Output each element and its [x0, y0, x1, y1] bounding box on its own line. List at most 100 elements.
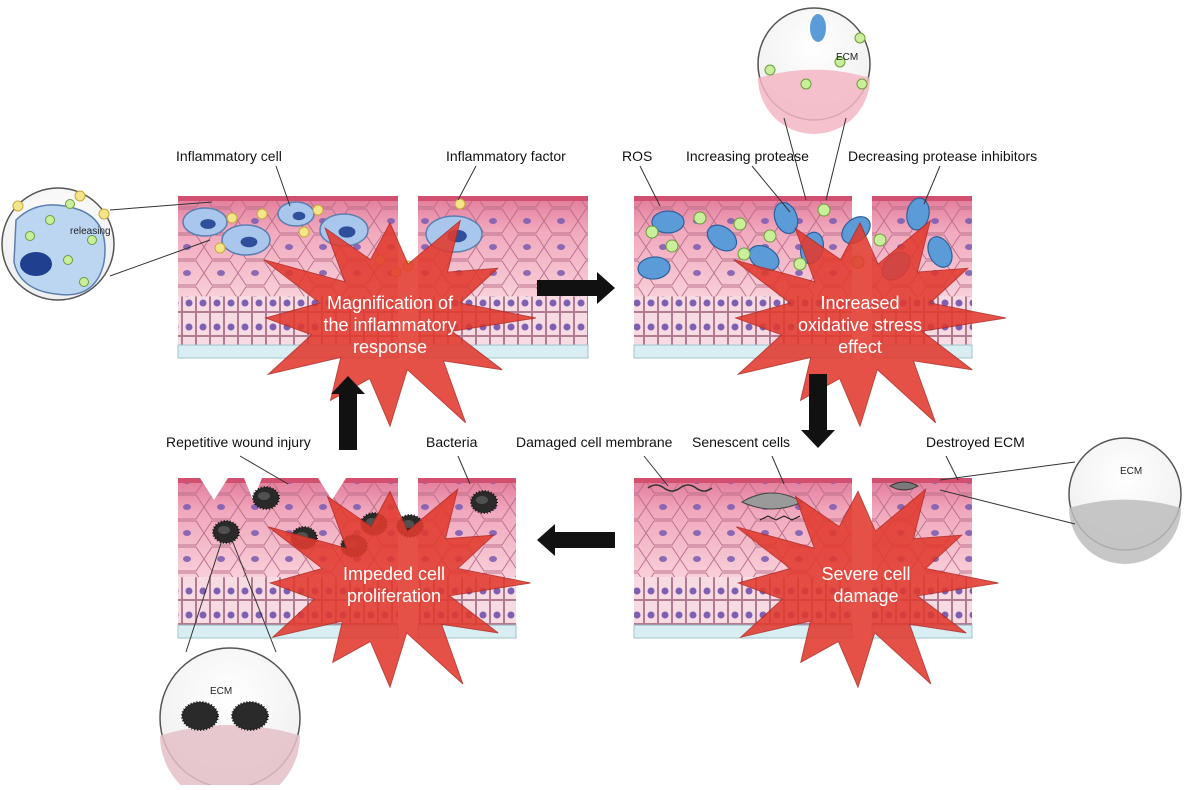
tissue-surface-line [418, 196, 588, 201]
bacteria-highlight [476, 496, 488, 504]
ros-zoom-icon [854, 32, 866, 44]
burst-line: the inflammatory [323, 315, 457, 335]
leader-line [771, 455, 785, 485]
burst-text-oxidative-stress: Increased oxidative stress effect [760, 292, 960, 358]
factor-zoom-icon [63, 255, 73, 265]
tissue-surface-line [634, 478, 852, 483]
ros-icon [793, 257, 807, 271]
leader-line [457, 165, 477, 201]
inflammatory-factor-icon [454, 198, 466, 210]
leader-line [923, 165, 941, 205]
burst-line: Severe cell [821, 564, 911, 584]
wound-notch [244, 478, 262, 500]
zoom-inset-ecm-bottom [159, 647, 301, 790]
inflammatory-factor-icon [298, 226, 310, 238]
burst-shapes [263, 219, 1006, 689]
protease-zoom-icon [810, 14, 826, 42]
cycle-arrow-down-icon [801, 374, 835, 448]
wound-notch [200, 478, 228, 500]
burst-line: damage [833, 586, 899, 606]
zoom-insets [1, 7, 1182, 790]
ros-icon [873, 233, 887, 247]
bacteria-zoom-icon [181, 701, 219, 731]
factor-zoom-icon [25, 231, 35, 241]
bacteria-highlight [218, 526, 230, 534]
leader-line [457, 455, 471, 485]
burst-line: Impeded cell [342, 564, 446, 584]
leader-line [939, 489, 1076, 525]
label-inflammatory-cell: Inflammatory cell [176, 148, 282, 164]
zoom-inset-ecm-right [1068, 437, 1182, 564]
tissue-surface-line [634, 196, 852, 201]
leader-line [783, 117, 807, 201]
cycle-arrow-left-icon [537, 524, 615, 556]
bacteria-zoom-icon [231, 701, 269, 731]
factor-zoom-icon [12, 200, 24, 212]
ros-icon [693, 211, 707, 225]
inflammatory-factor-icon [214, 242, 226, 254]
factor-zoom-icon [87, 235, 97, 245]
cycle-arrow-right-icon [537, 272, 615, 304]
label-senescent-cells: Senescent cells [692, 434, 791, 450]
ros-icon [763, 229, 777, 243]
burst-star-icon [733, 219, 1006, 428]
zoom-ecm-region [160, 725, 300, 790]
nucleus-zoom-icon [20, 252, 52, 276]
protease-icon [706, 224, 738, 252]
ros-zoom-icon [800, 78, 812, 90]
burst-star-icon [263, 219, 536, 428]
cell-nucleus-icon [338, 226, 356, 238]
factor-zoom-icon [98, 208, 110, 220]
zoom-inset-releasing [1, 187, 115, 301]
protease-icon [927, 236, 953, 268]
wound-notch [318, 478, 346, 500]
zoom-label-ecm-top: ECM [836, 52, 859, 63]
label-decreasing-protease-inhibitors: Decreasing protease inhibitors [848, 148, 1038, 164]
factor-zoom-icon [79, 277, 89, 287]
label-increasing-protease: Increasing protease [686, 148, 809, 164]
inflammatory-factor-icon [226, 212, 238, 224]
cell-nucleus-icon [200, 219, 216, 229]
label-inflammatory-factor: Inflammatory factor [446, 148, 566, 164]
burst-text-impeded-proliferation: Impeded cell proliferation [294, 563, 494, 607]
zoom-label-ecm-bottom: ECM [210, 686, 233, 697]
leader-line [945, 455, 959, 481]
zoom-label-releasing: releasing [70, 226, 111, 237]
ros-icon [737, 247, 751, 261]
leader-line [275, 165, 291, 207]
burst-line: Increased [820, 293, 900, 313]
factor-zoom-icon [65, 199, 75, 209]
ros-icon [817, 203, 831, 217]
ros-icon [733, 217, 747, 231]
label-repetitive-wound-injury: Repetitive wound injury [166, 434, 311, 450]
cycle-arrows [331, 272, 835, 556]
senescent-cell-zigzag [759, 515, 801, 521]
leader-line [109, 201, 213, 211]
zoom-ecm-region [758, 69, 870, 134]
protease-icon [906, 197, 930, 231]
burst-line: Magnification of [326, 293, 454, 313]
burst-line: response [352, 337, 428, 357]
burst-line: effect [838, 337, 882, 357]
burst-line: oxidative stress [797, 315, 923, 335]
factor-zoom-icon [74, 190, 86, 202]
burst-text-severe-damage: Severe cell damage [766, 563, 966, 607]
burst-star-icon [268, 487, 531, 689]
zoom-ecm-region [1069, 499, 1181, 564]
leader-line [109, 239, 211, 277]
zoom-label-ecm-right: ECM [1120, 466, 1143, 477]
leader-line [239, 455, 289, 485]
leader-line [185, 539, 223, 653]
leader-line [751, 165, 791, 213]
label-ros: ROS [622, 148, 653, 164]
inflammatory-factor-icon [256, 208, 268, 220]
tissue-surface-line [178, 196, 398, 201]
tissue-surface-line [418, 478, 516, 483]
factor-zoom-icon [45, 215, 55, 225]
bacteria-highlight [258, 492, 270, 500]
inflammatory-factor-icon [312, 204, 324, 216]
tissue-surface-line [178, 478, 398, 483]
leader-line [825, 117, 847, 201]
